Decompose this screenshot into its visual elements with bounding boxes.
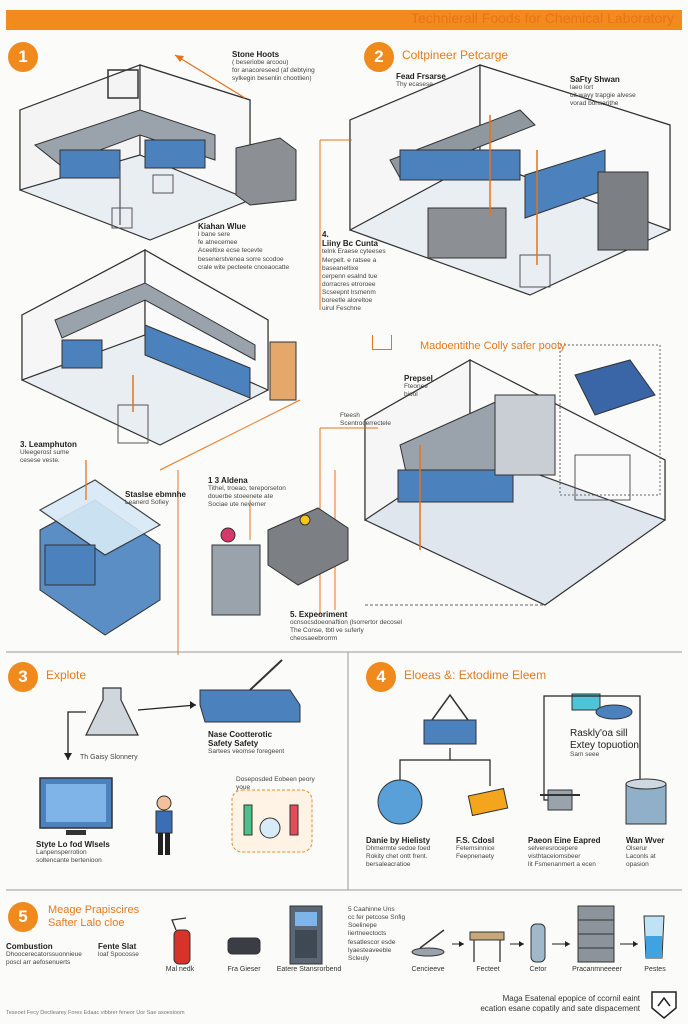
shower-station-icon bbox=[540, 789, 580, 811]
label-nase: Nase Cootterotic Safety Safety Sartees v… bbox=[208, 730, 285, 756]
fume-enclosure-illustration bbox=[38, 460, 179, 655]
caption-flow-1: Cencieeve bbox=[411, 966, 445, 973]
label-fteesh: Fteesh Scentrocerrectele bbox=[340, 412, 391, 428]
section-5-title: Meage Prapiscires Safter Lalo cloe bbox=[48, 904, 140, 930]
label-combustion: Combustion Dhoocerecatorssuonnieue poscl… bbox=[6, 942, 82, 967]
label-gaisy: Th Gaisy Slonnery bbox=[80, 754, 138, 761]
monitor-icon bbox=[39, 777, 113, 835]
lab-glassware-icon bbox=[231, 789, 313, 853]
flask-icon bbox=[85, 687, 139, 736]
caption-s5-3: Eatere Stansrorbend bbox=[276, 966, 342, 973]
safety-sign-icon bbox=[571, 693, 633, 720]
section-3-number: 3 bbox=[8, 662, 38, 692]
label-aldena: 1 3 Aldena Tithel, troeao, tereporseton … bbox=[208, 476, 286, 509]
lab-room-1-illustration bbox=[19, 54, 297, 241]
lab-room-3-illustration bbox=[21, 248, 301, 471]
page-title: Technierall Foods for Chemical Laborator… bbox=[410, 10, 674, 26]
fire-blanket-icon bbox=[227, 937, 261, 955]
section-4-title: Eloeas &: Extodime Eleem bbox=[404, 668, 547, 682]
label-experiment: 5. Expeoriment ocnsocsdoeonaftion (lsorr… bbox=[290, 610, 403, 643]
label-paeon: Paeon Eine Eapred selveresrocepere visth… bbox=[528, 836, 601, 869]
caption-flow-5: Pestes bbox=[644, 966, 666, 973]
label-safty-shwan: SaFty Shwan laeo lort uit wayy trapgie a… bbox=[570, 75, 636, 108]
label-kiahan-wlue: Kiahan Wlue l bane sere fe atnecemee Ace… bbox=[198, 222, 290, 271]
caption-s5-1: Mal nedk bbox=[165, 966, 195, 973]
footer-right-text: Maga Esatenal epopice of ccornil eaint e… bbox=[480, 994, 640, 1013]
caption-flow-4: Pracanmneeeer bbox=[572, 966, 622, 973]
storage-shelf-icon bbox=[577, 905, 615, 963]
label-station: Staslse ebmnhe Leanerd Sofiey bbox=[125, 490, 186, 507]
label-stone-hoods: Stone Hoots ( beseriobe arcoou) for anac… bbox=[232, 50, 315, 83]
caption-flow-3: Cetor bbox=[529, 966, 547, 973]
footer-logo-icon bbox=[651, 991, 677, 1019]
section-5-number: 5 bbox=[8, 902, 38, 932]
label-fecdsal: F.S. Cdosl Fetemsinnice Feepnenaety bbox=[456, 836, 495, 861]
label-madoentthe: Madoentithe Colly safer pooty bbox=[420, 340, 566, 352]
label-raskly: Raskly'oa sill Extey topuotion Sam seee bbox=[570, 728, 639, 758]
section-3-title: Explote bbox=[46, 668, 87, 682]
label-fead-fnsere: Fead Frsarse Thy ecasese bbox=[396, 72, 446, 89]
gas-cylinder-icon bbox=[530, 923, 546, 963]
section-4-number: 4 bbox=[366, 662, 396, 692]
label-styte: Styte Lo fod Wlsels Lanpensperrotion sol… bbox=[36, 840, 110, 865]
fire-extinguisher-icon bbox=[171, 917, 191, 965]
section-2-number: 2 bbox=[364, 42, 394, 72]
label-cashinne: 5 Caahinne Uns cc fer petcose Snfig Soel… bbox=[348, 906, 406, 962]
safety-cabinet-icon bbox=[289, 905, 323, 965]
label-leamphuton: 3. Leamphuton Uleegerost sume cesese ves… bbox=[20, 440, 77, 465]
label-fente-slat: Fente Slat loaf Spocosse bbox=[98, 942, 139, 959]
footer-left-text: Teseoet Fecy Dectlearey Fores Edaac vibb… bbox=[6, 1010, 185, 1016]
home-icon bbox=[372, 335, 392, 350]
extinguisher-blanket-icon bbox=[467, 787, 509, 817]
hanging-device-icon bbox=[423, 693, 477, 745]
workbench-icon bbox=[469, 931, 505, 962]
header-bar bbox=[6, 10, 682, 30]
waste-container-icon bbox=[625, 778, 667, 825]
person-icon bbox=[155, 795, 173, 855]
label-dosepoded: Doseposded Eobeen peory youe bbox=[236, 776, 315, 792]
label-prepsel: Prepsel Fteonee biool bbox=[404, 374, 433, 399]
bench-station-illustration bbox=[211, 500, 349, 616]
label-wan-wver: Wan Wver Olserur Laconls at opasion bbox=[626, 836, 665, 869]
fume-hood-device-icon bbox=[199, 659, 301, 723]
flow-arrows bbox=[452, 941, 638, 947]
top-illustrations bbox=[6, 54, 682, 891]
lab-room-4-illustration bbox=[319, 344, 666, 615]
lab-room-2-illustration bbox=[319, 64, 671, 310]
eyewash-icon bbox=[377, 779, 423, 825]
caption-flow-2: Fecteet bbox=[476, 966, 500, 973]
section-1-number: 1 bbox=[8, 42, 38, 72]
label-liiny: 4. Liiny Bc Cunta telnk Eraese cyteeses … bbox=[322, 230, 386, 313]
caption-s5-2: Fra Gieser bbox=[227, 966, 261, 973]
section-2-title: Coltpineer Petcarge bbox=[402, 48, 509, 62]
label-danie: Danie by Hielisty Dhmermte sedoe foed Ro… bbox=[366, 836, 431, 869]
waste-beaker-icon bbox=[643, 915, 665, 959]
spill-cleanup-icon bbox=[411, 929, 445, 957]
